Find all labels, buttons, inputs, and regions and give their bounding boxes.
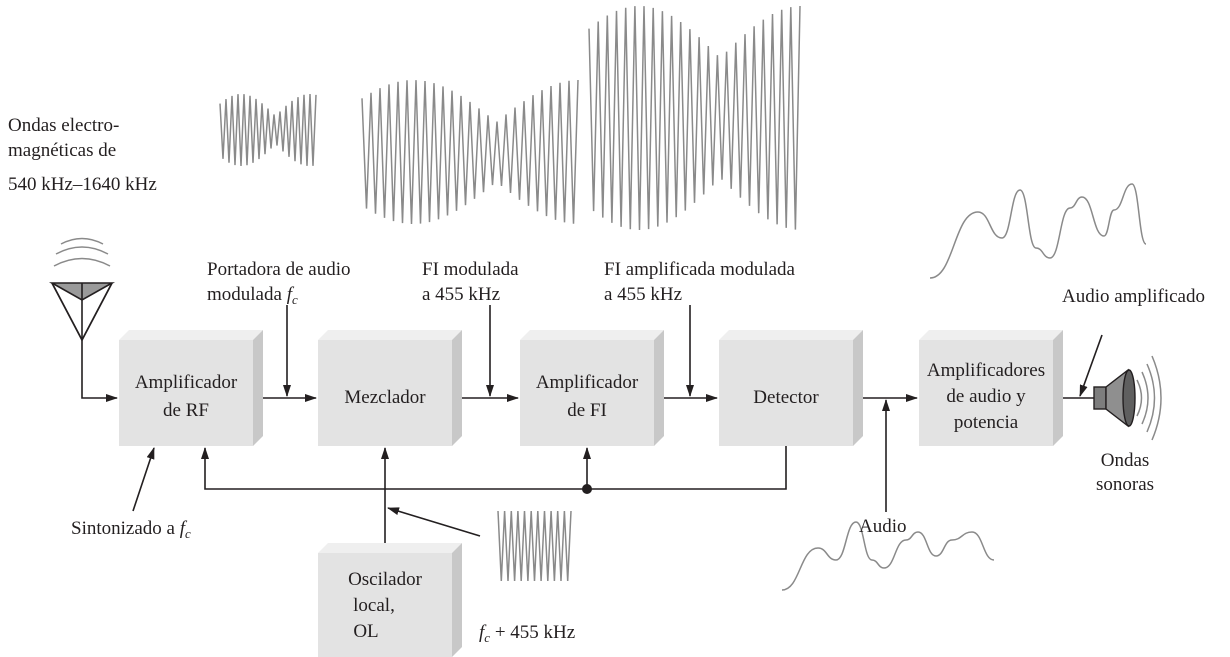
svg-text:OL: OL	[353, 621, 378, 642]
svg-text:potencia: potencia	[954, 412, 1019, 433]
label-carrier-line2: modulada fc	[207, 284, 298, 307]
svg-text:Amplificador: Amplificador	[135, 372, 238, 393]
svg-text:local,: local,	[353, 595, 395, 616]
label-if-modulated-freq: a 455 kHz	[422, 284, 500, 305]
speaker-icon	[1093, 355, 1162, 441]
rf-modulated-waveform	[219, 93, 317, 167]
label-audio: Audio	[859, 516, 907, 537]
if-modulated-waveform	[361, 79, 579, 225]
signal-labels: Portadora de audio modulada fc FI modula…	[71, 259, 1205, 645]
label-sound-waves-line2: sonoras	[1096, 474, 1154, 495]
svg-text:Amplificadores: Amplificadores	[927, 360, 1045, 381]
input-label-line2: magnéticas de	[8, 140, 116, 161]
block-local-oscillator: Oscilador local, OL	[318, 543, 462, 657]
block-mixer: Mezclador	[318, 330, 462, 446]
svg-text:de audio y: de audio y	[946, 386, 1026, 407]
input-label-line3: 540 kHz–1640 kHz	[8, 174, 157, 195]
label-sound-waves: Ondas	[1101, 450, 1150, 471]
block-if-amplifier: Amplificador de FI	[520, 330, 664, 446]
block-rf-amplifier: Amplificador de RF	[119, 330, 263, 446]
label-if-amplified-freq: a 455 kHz	[604, 284, 682, 305]
input-label-line1: Ondas electro-	[8, 115, 119, 136]
label-lo-frequency: fc + 455 kHz	[479, 622, 575, 645]
label-carrier: Portadora de audio	[207, 259, 351, 280]
block-detector: Detector	[719, 330, 863, 446]
if-amplified-waveform	[588, 5, 801, 231]
label-tuned: Sintonizado a fc	[71, 518, 191, 541]
svg-text:Mezclador: Mezclador	[344, 387, 426, 408]
label-audio-amplified: Audio amplificado	[1062, 286, 1205, 307]
svg-text:de RF: de RF	[163, 400, 209, 421]
waveforms	[219, 5, 1147, 591]
local-oscillator-waveform	[497, 510, 572, 582]
label-pointers	[132, 305, 1103, 537]
svg-text:Amplificador: Amplificador	[536, 372, 639, 393]
label-if-amplified: FI amplificada modulada	[604, 259, 796, 280]
audio-waveform	[781, 521, 995, 591]
label-if-modulated: FI modulada	[422, 259, 519, 280]
audio-amplified-waveform	[929, 183, 1147, 279]
block-audio-power-amplifier: Amplificadores de audio y potencia	[919, 330, 1063, 446]
signal-path	[81, 340, 1094, 543]
antenna-icon	[48, 237, 116, 342]
svg-text:Oscilador: Oscilador	[348, 569, 423, 590]
svg-text:de FI: de FI	[567, 400, 607, 421]
input-waves-label: Ondas electro- magnéticas de 540 kHz–164…	[8, 115, 157, 195]
svg-text:Detector: Detector	[753, 387, 819, 408]
